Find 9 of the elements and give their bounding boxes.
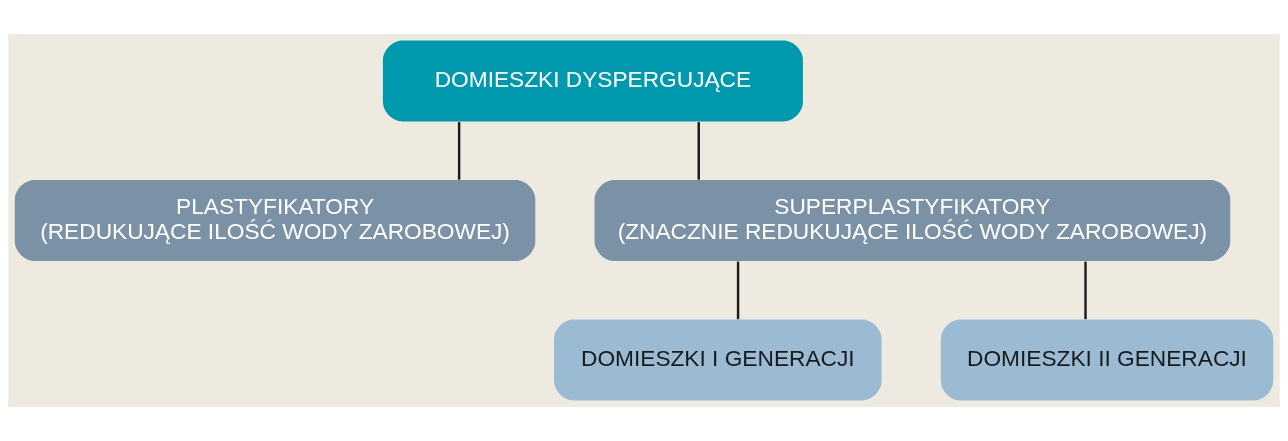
connector bbox=[457, 122, 461, 180]
node-box: DOMIESZKI I GENERACJI bbox=[554, 319, 882, 401]
connector bbox=[697, 122, 700, 180]
node-box: DOMIESZKI DYSPERGUJĄCE bbox=[382, 40, 803, 122]
node-box: PLASTYFIKATORY (REDUKUJĄCE ILOŚĆ WODY ZAROBOWEJ) bbox=[14, 179, 536, 262]
node-box: DOMIESZKI II GENERACJI bbox=[940, 319, 1274, 401]
node-box: SUPERPLASTYFIKATORY (ZNACZNIE REDUKUJĄCE ILOŚĆ WODY ZAROBOWEJ) bbox=[594, 179, 1231, 262]
connector bbox=[1084, 261, 1087, 320]
connector bbox=[736, 261, 740, 320]
